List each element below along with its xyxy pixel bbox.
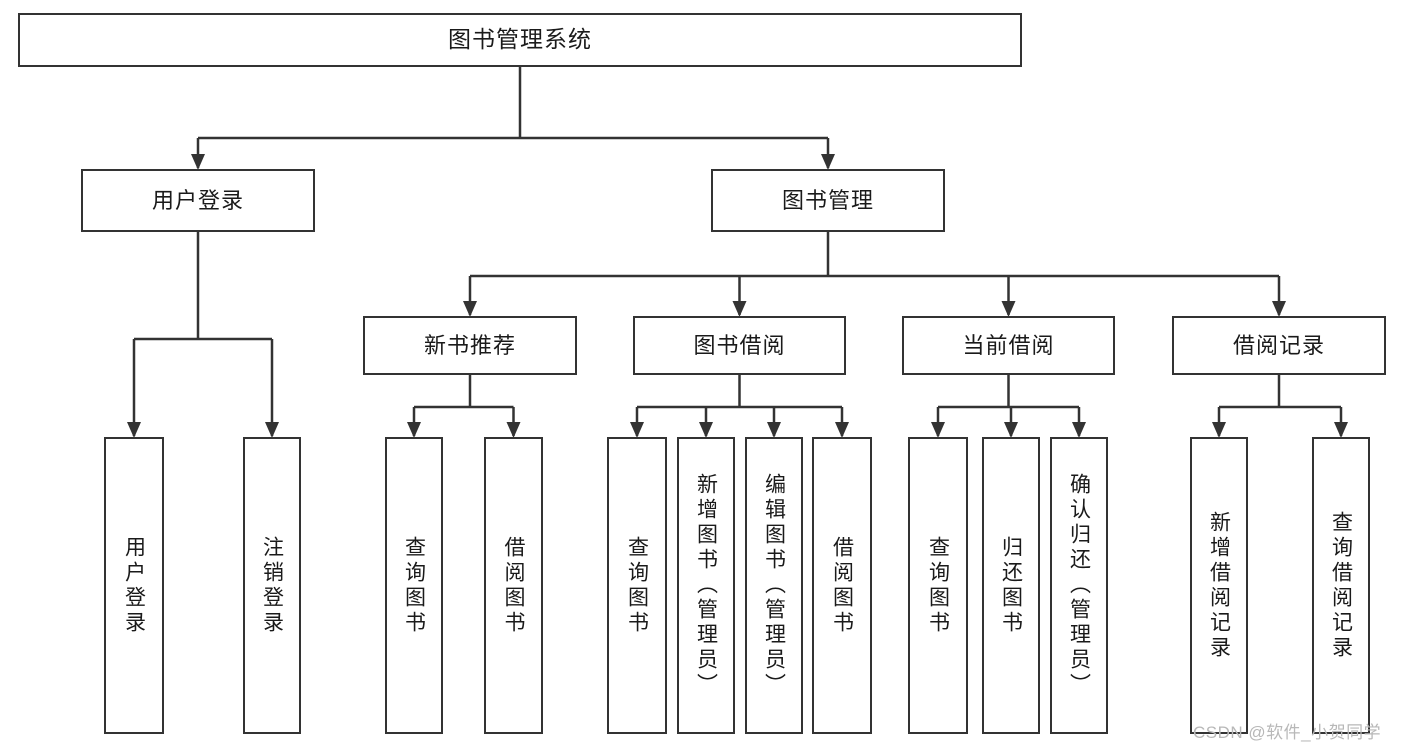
- node-leaf-c-return[interactable]: 归还图书: [982, 437, 1040, 734]
- node-label: 图书借阅: [693, 332, 786, 358]
- csdn-watermark: CSDN @软件_小贺同学: [1193, 723, 1382, 742]
- node-label: 用户登录: [151, 187, 244, 213]
- node-label: 当前借阅: [962, 332, 1055, 358]
- node-leaf-b-borrow[interactable]: 借阅图书: [812, 437, 872, 734]
- node-leaf-user-logout[interactable]: 注销登录: [243, 437, 301, 734]
- node-label: 注销登录: [260, 535, 284, 636]
- node-leaf-b-add[interactable]: 新增图书（管理员）: [677, 437, 735, 734]
- node-l3-newbook[interactable]: 新书推荐: [363, 316, 577, 375]
- node-leaf-r-add[interactable]: 新增借阅记录: [1190, 437, 1248, 734]
- node-label: 借阅图书: [830, 535, 854, 636]
- node-label: 新增借阅记录: [1207, 510, 1231, 661]
- node-label: 用户登录: [122, 535, 146, 636]
- node-label: 查询图书: [926, 535, 950, 636]
- node-label: 查询图书: [402, 535, 426, 636]
- node-root[interactable]: 图书管理系统: [18, 13, 1022, 67]
- node-l3-borrow[interactable]: 图书借阅: [633, 316, 846, 375]
- node-leaf-b-query[interactable]: 查询图书: [607, 437, 667, 734]
- node-leaf-user-login[interactable]: 用户登录: [104, 437, 164, 734]
- node-leaf-new-query[interactable]: 查询图书: [385, 437, 443, 734]
- node-l2-user[interactable]: 用户登录: [81, 169, 315, 232]
- node-leaf-new-borrow[interactable]: 借阅图书: [484, 437, 543, 734]
- node-label: 新书推荐: [423, 332, 516, 358]
- node-label: 图书管理系统: [448, 26, 592, 53]
- node-leaf-b-edit[interactable]: 编辑图书（管理员）: [745, 437, 803, 734]
- node-label: 新增图书（管理员）: [694, 473, 718, 698]
- node-l3-record[interactable]: 借阅记录: [1172, 316, 1386, 375]
- node-label: 编辑图书（管理员）: [762, 473, 786, 698]
- node-l2-book[interactable]: 图书管理: [711, 169, 945, 232]
- node-label: 借阅图书: [502, 535, 525, 636]
- node-leaf-c-query[interactable]: 查询图书: [908, 437, 968, 734]
- node-label: 归还图书: [999, 535, 1023, 636]
- node-label: 确认归还（管理员）: [1067, 473, 1091, 698]
- node-label: 借阅记录: [1232, 332, 1325, 358]
- node-label: 查询图书: [625, 535, 649, 636]
- node-leaf-r-query[interactable]: 查询借阅记录: [1312, 437, 1370, 734]
- node-leaf-c-confirm[interactable]: 确认归还（管理员）: [1050, 437, 1108, 734]
- node-label: 查询借阅记录: [1329, 510, 1353, 661]
- node-label: 图书管理: [781, 187, 874, 213]
- node-l3-current[interactable]: 当前借阅: [902, 316, 1115, 375]
